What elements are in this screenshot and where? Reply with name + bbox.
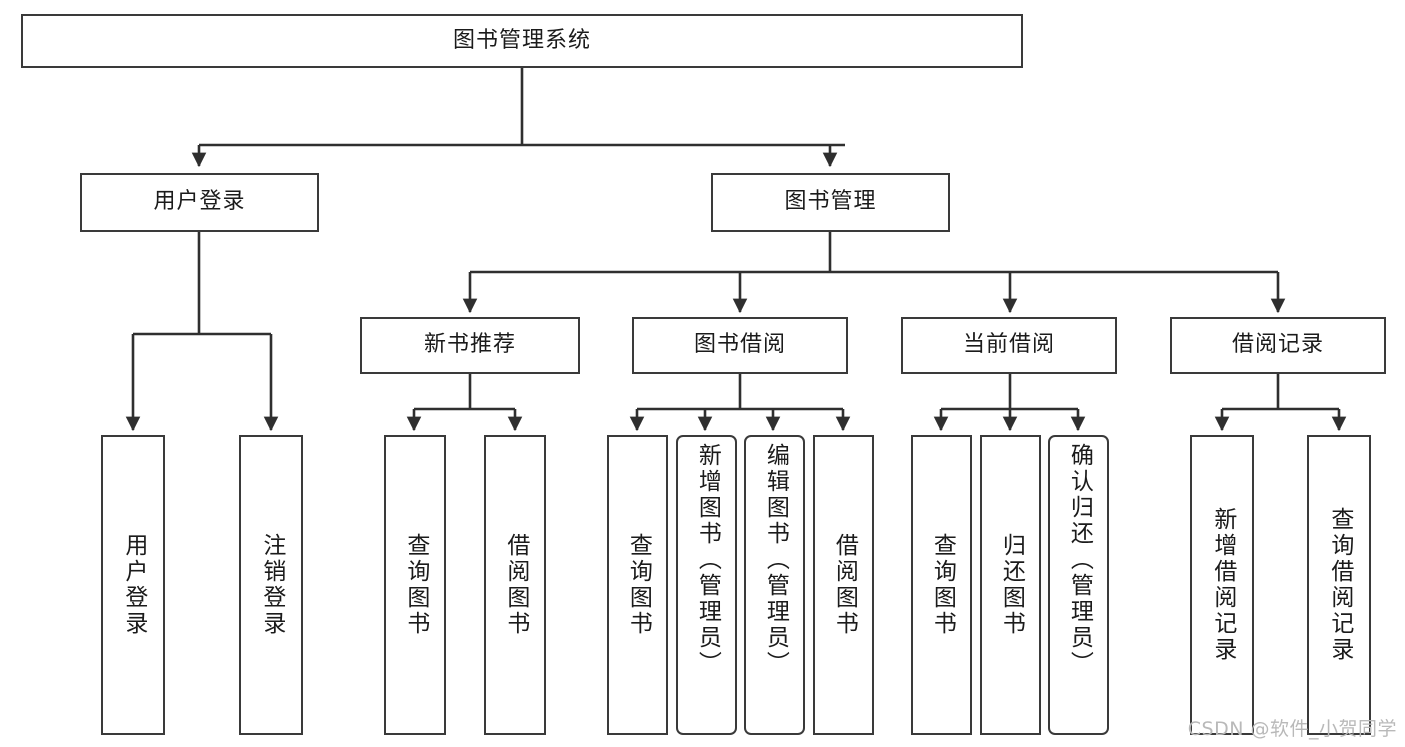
- leaf-record-add-record[interactable]: 新增借阅记录: [1190, 435, 1254, 735]
- node-root[interactable]: 图书管理系统: [21, 14, 1023, 68]
- leaf-current-query-book-label: 查询图书: [929, 533, 956, 637]
- node-book-borrow[interactable]: 图书借阅: [632, 317, 848, 374]
- node-new-book-recommend-label: 新书推荐: [423, 332, 516, 358]
- node-user-login-label: 用户登录: [153, 189, 246, 215]
- leaf-user-login[interactable]: 用户登录: [101, 435, 165, 735]
- leaf-borrow-edit-book-admin-label: 编辑图书（管理员）: [762, 443, 789, 677]
- leaf-current-confirm-return-admin-label: 确认归还（管理员）: [1066, 443, 1093, 677]
- leaf-current-return-book-label: 归还图书: [998, 533, 1025, 637]
- leaf-record-add-record-label: 新增借阅记录: [1209, 507, 1236, 663]
- leaf-borrow-query-book-label: 查询图书: [625, 533, 652, 637]
- leaf-newbook-borrow-book-label: 借阅图书: [502, 533, 529, 637]
- leaf-borrow-add-book-admin[interactable]: 新增图书（管理员）: [676, 435, 737, 735]
- node-book-borrow-label: 图书借阅: [693, 332, 786, 358]
- node-borrow-record[interactable]: 借阅记录: [1170, 317, 1386, 374]
- leaf-record-query-record[interactable]: 查询借阅记录: [1307, 435, 1371, 735]
- node-root-label: 图书管理系统: [452, 27, 591, 53]
- node-borrow-record-label: 借阅记录: [1231, 332, 1324, 358]
- node-current-borrow[interactable]: 当前借阅: [901, 317, 1117, 374]
- leaf-current-query-book[interactable]: 查询图书: [911, 435, 972, 735]
- leaf-user-login-label: 用户登录: [120, 533, 147, 637]
- leaf-current-confirm-return-admin[interactable]: 确认归还（管理员）: [1048, 435, 1109, 735]
- leaf-current-return-book[interactable]: 归还图书: [980, 435, 1041, 735]
- leaf-borrow-borrow-book[interactable]: 借阅图书: [813, 435, 874, 735]
- node-new-book-recommend[interactable]: 新书推荐: [360, 317, 580, 374]
- leaf-record-query-record-label: 查询借阅记录: [1326, 507, 1353, 663]
- node-book-management-label: 图书管理: [784, 189, 877, 215]
- node-user-login[interactable]: 用户登录: [80, 173, 319, 232]
- leaf-user-logout-label: 注销登录: [258, 533, 285, 637]
- leaf-borrow-borrow-book-label: 借阅图书: [831, 533, 858, 637]
- leaf-borrow-query-book[interactable]: 查询图书: [607, 435, 668, 735]
- leaf-newbook-borrow-book[interactable]: 借阅图书: [484, 435, 546, 735]
- node-current-borrow-label: 当前借阅: [962, 332, 1055, 358]
- leaf-newbook-query-book[interactable]: 查询图书: [384, 435, 446, 735]
- leaf-user-logout[interactable]: 注销登录: [239, 435, 303, 735]
- leaf-newbook-query-book-label: 查询图书: [402, 533, 429, 637]
- leaf-borrow-edit-book-admin[interactable]: 编辑图书（管理员）: [744, 435, 805, 735]
- leaf-borrow-add-book-admin-label: 新增图书（管理员）: [694, 443, 721, 677]
- node-book-management[interactable]: 图书管理: [711, 173, 950, 232]
- watermark: CSDN @软件_小贺同学: [1187, 718, 1397, 740]
